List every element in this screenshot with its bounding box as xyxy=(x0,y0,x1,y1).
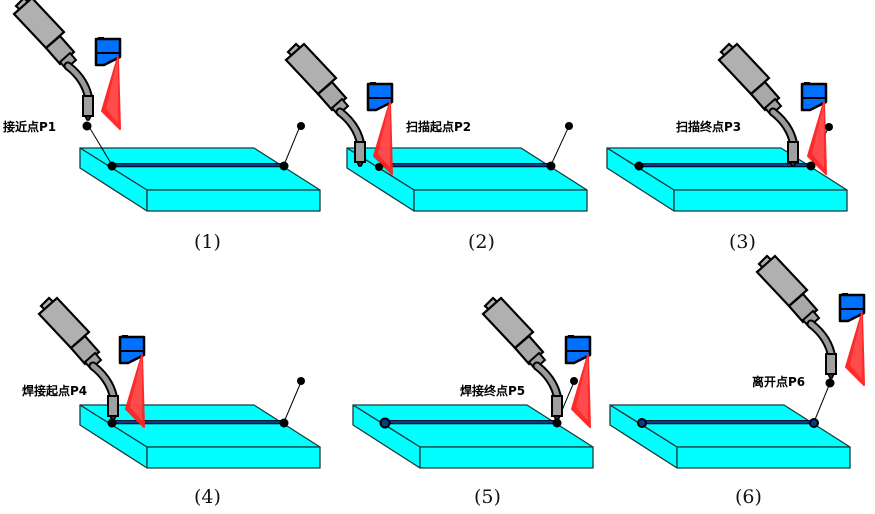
panel-3: 扫描终点P3 (3) xyxy=(605,44,849,253)
point-label: 焊接终点P5 xyxy=(460,383,525,398)
welding-torch-icon xyxy=(39,298,118,420)
panel-4: 焊接起点P4 (4) xyxy=(22,298,322,508)
panel-5: 焊接终点P5 (5) xyxy=(351,298,595,508)
seam-start-point xyxy=(107,161,117,171)
welding-torch-icon xyxy=(483,298,562,420)
point-p4 xyxy=(107,418,117,428)
welding-torch-icon xyxy=(14,0,93,120)
exit-point xyxy=(565,122,573,130)
panel-6: 离开点P6 (6) xyxy=(608,256,866,508)
seam-start-point xyxy=(637,418,647,428)
path-line xyxy=(550,125,570,166)
panel-caption: (2) xyxy=(468,231,495,253)
point-label: 扫描终点P3 xyxy=(676,119,741,134)
panel-caption: (6) xyxy=(735,486,762,508)
point-p3 xyxy=(806,161,816,171)
welding-torch-icon xyxy=(757,256,836,378)
workpiece-plate xyxy=(78,146,322,213)
seam-end-point xyxy=(546,161,556,171)
workpiece-plate xyxy=(608,403,852,470)
panel-caption: (5) xyxy=(474,486,501,508)
path-line xyxy=(813,382,831,423)
exit-point xyxy=(297,122,305,130)
laser-sensor-icon xyxy=(800,80,828,176)
panel-1: 接近点P1 (1) xyxy=(3,0,322,253)
point-label: 离开点P6 xyxy=(752,374,805,389)
seam-end-point xyxy=(279,418,289,428)
path-line xyxy=(283,381,302,423)
seam-start-point xyxy=(379,417,391,429)
point-label: 焊接起点P4 xyxy=(22,383,87,398)
point-label: 接近点P1 xyxy=(3,119,56,134)
point-p6 xyxy=(825,378,835,388)
panel-caption: (4) xyxy=(194,486,221,508)
point-p1 xyxy=(82,121,92,131)
seam-start-point xyxy=(634,161,644,171)
laser-sensor-icon xyxy=(94,35,122,131)
seam-end-point xyxy=(279,161,289,171)
panel-caption: (3) xyxy=(729,231,756,253)
point-p5 xyxy=(552,418,562,428)
laser-sensor-icon xyxy=(838,291,866,387)
point-p2 xyxy=(375,163,383,171)
exit-point xyxy=(297,377,305,385)
path-line xyxy=(87,124,113,166)
panel-caption: (1) xyxy=(194,231,221,253)
panel-2: 扫描起点P2 (2) xyxy=(286,44,589,253)
exit-point xyxy=(825,123,833,131)
seam-end-point xyxy=(809,418,819,428)
point-label: 扫描起点P2 xyxy=(406,119,471,134)
exit-point xyxy=(570,377,578,385)
path-line xyxy=(283,125,301,166)
